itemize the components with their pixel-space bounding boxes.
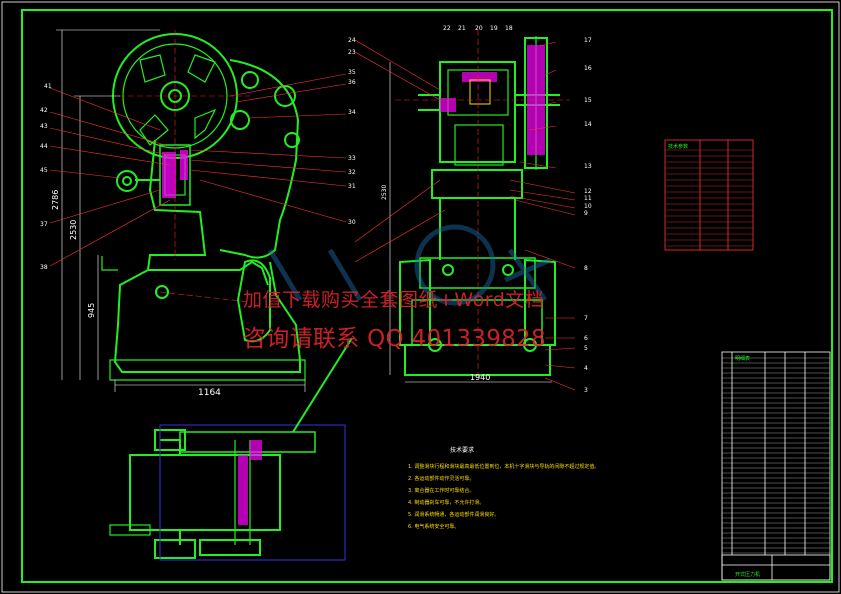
- tech-notes: 1. 调整滑块行程和滑块最高最低位置到位，本机十字滑块与导轨的间隙不超过规定值。…: [408, 463, 599, 530]
- svg-text:4. 制动器刹车可靠，不允许打滑。: 4. 制动器刹车可靠，不允许打滑。: [408, 499, 484, 506]
- svg-text:21: 21: [458, 25, 466, 32]
- svg-text:3: 3: [584, 387, 588, 394]
- svg-text:19: 19: [490, 25, 498, 32]
- svg-text:2. 各运动部件动作灵活可靠。: 2. 各运动部件动作灵活可靠。: [408, 475, 474, 482]
- svg-text:45: 45: [40, 167, 48, 174]
- svg-text:6: 6: [584, 335, 588, 342]
- side-view-centerlines: [110, 30, 251, 303]
- svg-text:38: 38: [40, 264, 48, 271]
- svg-text:5: 5: [584, 345, 588, 352]
- svg-text:16: 16: [584, 65, 592, 72]
- side-view-dimensions: [56, 29, 306, 392]
- title-block-name: 开式压力机: [735, 571, 760, 578]
- svg-text:9: 9: [584, 210, 588, 217]
- svg-text:44: 44: [40, 143, 48, 150]
- watermark-line-1: 加值下载购买全套图纸+Word文档: [243, 289, 545, 311]
- dim-total-height-2: 2530: [69, 220, 78, 240]
- detail-view-sections: [238, 440, 262, 525]
- svg-text:24: 24: [348, 37, 356, 44]
- svg-text:31: 31: [348, 183, 356, 190]
- side-view-sections: [162, 150, 188, 198]
- leader-lines-right: [354, 39, 576, 391]
- dim-front-height: 2530: [381, 185, 388, 200]
- tech-notes-title: 技术要求: [450, 446, 474, 454]
- svg-text:13: 13: [584, 163, 592, 170]
- dim-lower-height: 945: [87, 303, 96, 318]
- parts-list-rows: [722, 357, 830, 554]
- svg-text:4: 4: [584, 365, 588, 372]
- spec-table: [664, 139, 754, 251]
- svg-text:1. 调整滑块行程和滑块最高最低位置到位，本机十字滑块与导轨: 1. 调整滑块行程和滑块最高最低位置到位，本机十字滑块与导轨的间隙不超过规定值。: [408, 463, 599, 470]
- svg-text:10: 10: [584, 203, 592, 210]
- svg-text:32: 32: [348, 169, 356, 176]
- svg-text:8: 8: [584, 265, 588, 272]
- svg-text:6. 电气系统安全可靠。: 6. 电气系统安全可靠。: [408, 523, 459, 530]
- dim-base-width: 1164: [198, 388, 221, 398]
- spec-table-label: 技术参数: [668, 143, 688, 150]
- part-labels-right: 17 16 15 14 13 12 11 10 9 8 7 6 5 4 3 24…: [348, 25, 592, 394]
- svg-text:33: 33: [348, 155, 356, 162]
- svg-text:43: 43: [40, 123, 48, 130]
- front-view-centerlines: [395, 30, 570, 380]
- part-labels-left: 41 42 43 44 45 37 38 35 36 34 33 32 31 3…: [40, 69, 356, 271]
- svg-text:37: 37: [40, 221, 48, 228]
- detail-leader: [292, 337, 353, 433]
- detail-view: [109, 429, 316, 559]
- svg-text:11: 11: [584, 195, 592, 202]
- front-view-dimensions: [389, 62, 552, 383]
- watermark-line-2: 咨询请联系 QQ 401339828: [243, 326, 546, 352]
- svg-text:23: 23: [348, 49, 356, 56]
- title-block: [721, 554, 831, 581]
- spec-table-rows: [665, 149, 753, 247]
- svg-text:41: 41: [44, 83, 52, 90]
- svg-text:36: 36: [348, 79, 356, 86]
- watermark-logo: [267, 224, 552, 306]
- inner-frame: [21, 9, 833, 583]
- svg-text:15: 15: [584, 97, 592, 104]
- svg-text:42: 42: [40, 107, 48, 114]
- dim-front-width: 1940: [470, 373, 490, 382]
- svg-text:12: 12: [584, 188, 592, 195]
- svg-text:34: 34: [348, 109, 356, 116]
- front-view-yellow: [469, 79, 491, 105]
- svg-text:30: 30: [348, 219, 356, 226]
- svg-text:22: 22: [443, 25, 451, 32]
- svg-text:7: 7: [584, 315, 588, 322]
- svg-text:18: 18: [505, 25, 513, 32]
- dim-total-height-1: 2786: [51, 190, 60, 210]
- svg-text:14: 14: [584, 121, 592, 128]
- svg-text:35: 35: [348, 69, 356, 76]
- parts-list-label: 明细表: [735, 355, 750, 362]
- parts-list-table: [721, 351, 831, 581]
- svg-text:17: 17: [584, 37, 592, 44]
- svg-text:3. 离合器在工作时可靠结合。: 3. 离合器在工作时可靠结合。: [408, 487, 474, 494]
- leader-lines-left: [49, 73, 347, 267]
- svg-text:5. 润滑系统畅通，各运动部件润滑良好。: 5. 润滑系统畅通，各运动部件润滑良好。: [408, 511, 499, 518]
- svg-text:20: 20: [475, 25, 483, 32]
- detail-frame: [159, 424, 346, 561]
